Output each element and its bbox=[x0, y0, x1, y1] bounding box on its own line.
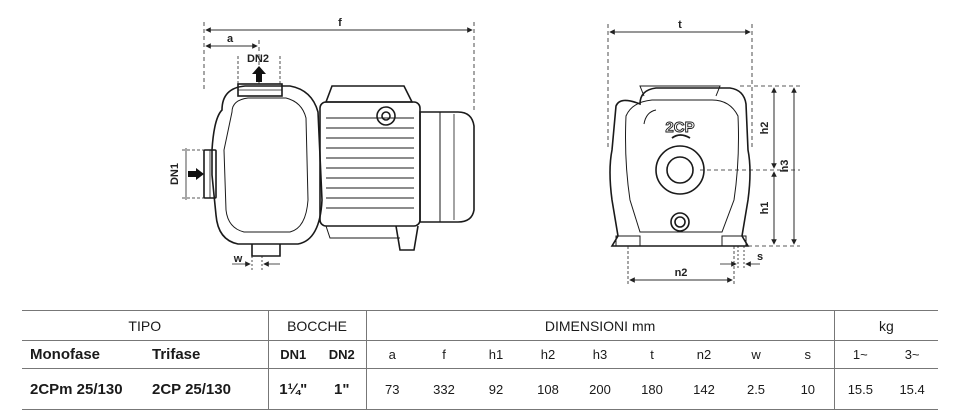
cell-kg-1: 15.5 bbox=[833, 368, 887, 410]
header-bocche: BOCCHE bbox=[267, 310, 367, 341]
header-monofase: Monofase bbox=[22, 340, 144, 369]
header-dim-n2: n2 bbox=[678, 340, 731, 369]
label-a: a bbox=[227, 33, 234, 45]
label-f: f bbox=[338, 17, 342, 29]
group-header-row: TIPO BOCCHE DIMENSIONI mm kg bbox=[22, 310, 939, 341]
suction-flange bbox=[655, 145, 705, 195]
header-dim-a: a bbox=[365, 340, 419, 369]
header-dn2: DN2 bbox=[318, 340, 367, 369]
label-s: s bbox=[757, 251, 763, 263]
label-n2: n2 bbox=[675, 267, 688, 279]
discharge-arrow-icon bbox=[252, 66, 266, 82]
label-h1: h1 bbox=[759, 202, 771, 215]
suction-arrow-icon bbox=[188, 168, 204, 180]
header-dim-h2: h2 bbox=[522, 340, 575, 369]
header-dim-f: f bbox=[418, 340, 471, 369]
cell-dim-s: 10 bbox=[782, 368, 835, 410]
header-tipo: TIPO bbox=[22, 310, 269, 341]
cell-dim-h3: 200 bbox=[574, 368, 627, 410]
front-view-dimensions bbox=[607, 24, 800, 284]
header-dimensioni: DIMENSIONI mm bbox=[365, 310, 835, 341]
technical-drawing: f a DN2 DN1 w 2CP bbox=[169, 17, 800, 284]
side-view bbox=[203, 83, 475, 257]
label-t: t bbox=[678, 19, 682, 31]
header-trifase: Trifase bbox=[144, 340, 269, 369]
pump-front-body bbox=[609, 87, 751, 247]
header-kg-3: 3~ bbox=[886, 340, 939, 369]
terminal-box bbox=[324, 85, 414, 103]
cell-dim-h1: 92 bbox=[470, 368, 523, 410]
front-view bbox=[609, 85, 751, 247]
fan-cover bbox=[419, 111, 475, 223]
label-dn1: DN1 bbox=[169, 163, 181, 185]
motor-body bbox=[319, 101, 421, 227]
label-dn2: DN2 bbox=[247, 53, 269, 65]
badge-2cp: 2CP bbox=[665, 119, 694, 136]
side-view-dimensions bbox=[182, 22, 475, 270]
table-row: 2CPm 25/130 2CP 25/130 1¼" 1" 73 332 92 … bbox=[22, 368, 939, 410]
cell-monofase: 2CPm 25/130 bbox=[22, 368, 144, 410]
cell-dn2: 1" bbox=[318, 368, 367, 410]
header-dn1: DN1 bbox=[267, 340, 319, 369]
cell-dim-a: 73 bbox=[365, 368, 419, 410]
header-dim-t: t bbox=[626, 340, 679, 369]
cell-dim-h2: 108 bbox=[522, 368, 575, 410]
cell-trifase: 2CP 25/130 bbox=[144, 368, 269, 410]
header-dim-w: w bbox=[730, 340, 783, 369]
cell-dim-t: 180 bbox=[626, 368, 679, 410]
label-h3: h3 bbox=[779, 160, 791, 173]
header-dim-s: s bbox=[782, 340, 835, 369]
spec-table: TIPO BOCCHE DIMENSIONI mm kg Monofase Tr… bbox=[22, 310, 939, 410]
cell-dim-n2: 142 bbox=[678, 368, 731, 410]
header-dim-h3: h3 bbox=[574, 340, 627, 369]
cell-dn1: 1¼" bbox=[267, 368, 319, 410]
header-dim-h1: h1 bbox=[470, 340, 523, 369]
header-kg: kg bbox=[833, 310, 939, 341]
cell-dim-w: 2.5 bbox=[730, 368, 783, 410]
header-kg-1: 1~ bbox=[833, 340, 887, 369]
label-w: w bbox=[233, 253, 243, 265]
sub-header-row: Monofase Trifase DN1 DN2 a f h1 h2 h3 t … bbox=[22, 340, 939, 369]
cell-dim-f: 332 bbox=[418, 368, 471, 410]
cell-kg-3: 15.4 bbox=[886, 368, 939, 410]
label-h2: h2 bbox=[759, 122, 771, 135]
